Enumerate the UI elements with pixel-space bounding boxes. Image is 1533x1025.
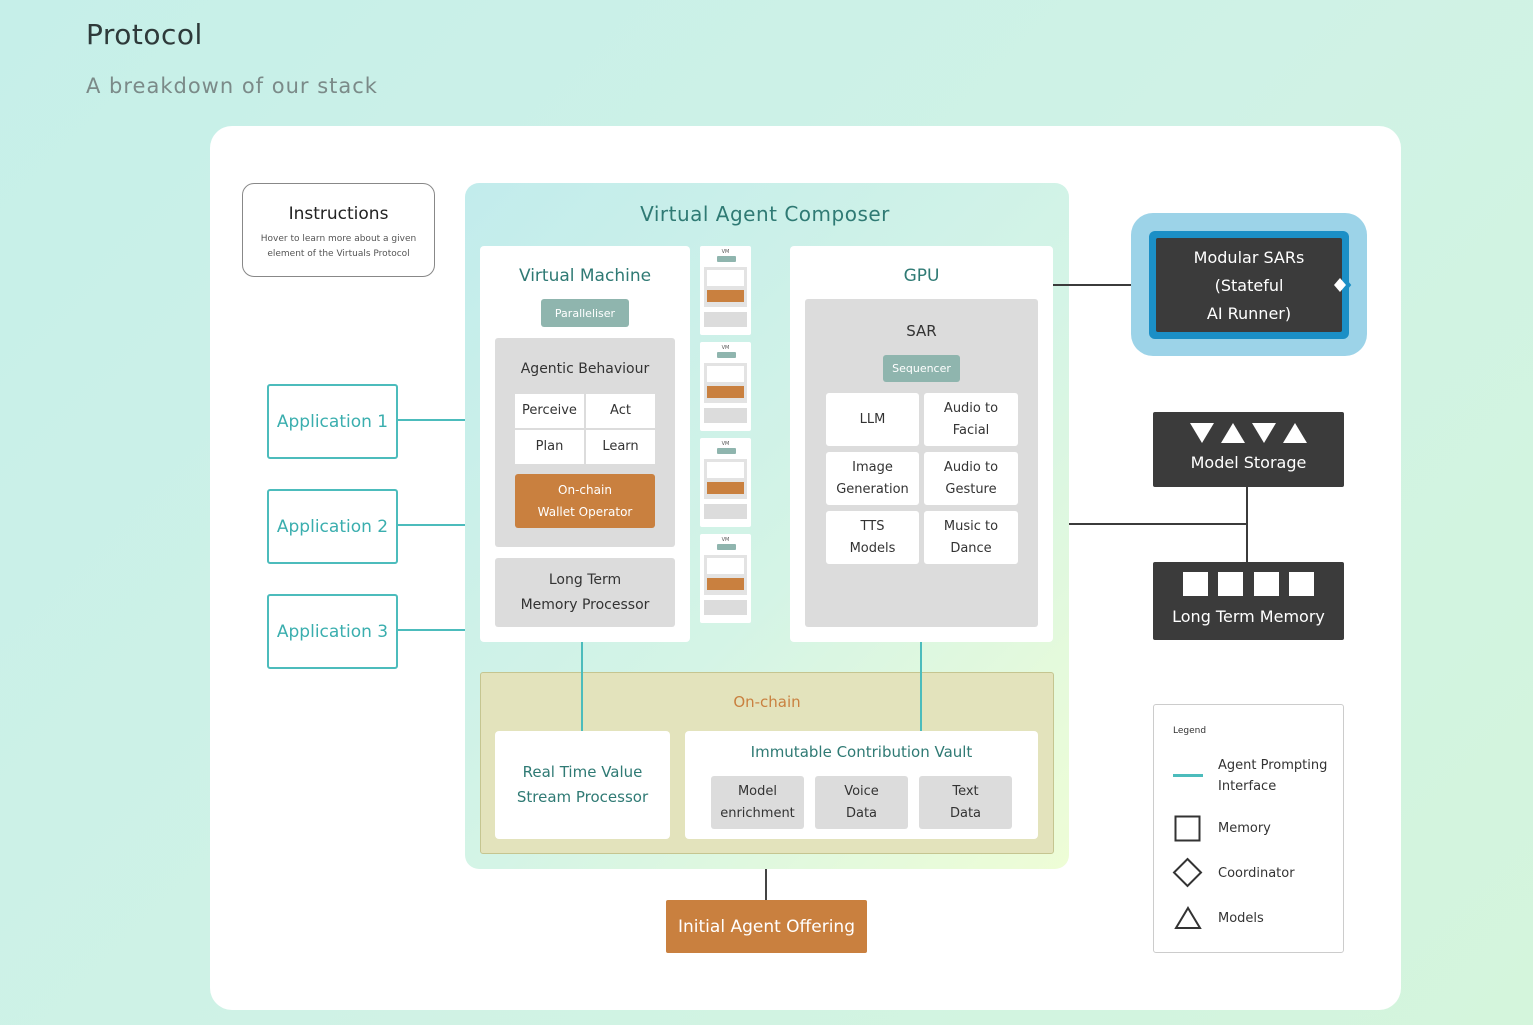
memory-processor[interactable]: Long Term Memory Processor [495,558,675,627]
coordinator-diamond-icon [1334,277,1352,293]
gpu-title: GPU [903,266,940,286]
offering-connector [765,869,767,900]
legend-item-coordinator: Coordinator [1218,866,1295,881]
app1-connector [398,419,465,421]
diamond-icon [1172,857,1203,888]
application-3[interactable]: Application 3 [267,594,398,669]
sequencer-badge[interactable]: Sequencer [883,355,960,382]
composer-title: Virtual Agent Composer [640,202,890,226]
model-storage[interactable] [1153,412,1344,487]
instructions-description: Hover to learn more about a given elemen… [260,234,417,259]
legend-title: Legend [1173,726,1207,736]
gpu-sars-connector [1053,284,1151,286]
stream-processor[interactable]: Real Time Value Stream Processor [495,731,670,839]
onchain-title: On-chain [733,693,801,711]
triangle-icon [1174,906,1202,929]
page-subtitle: A breakdown of our stack [86,74,378,98]
model-storage-label: Model Storage [1190,453,1307,472]
application-2[interactable]: Application 2 [267,489,398,564]
vm-instance[interactable]: VM [700,246,751,335]
paralleliser-badge[interactable]: Paralleliser [541,299,629,327]
legend-item-prompting: Agent Prompting Interface [1218,758,1328,794]
legend-item-memory: Memory [1218,821,1271,836]
app3-connector [398,629,465,631]
wallet-operator[interactable]: On-chain Wallet Operator [515,474,655,528]
gpu-onchain-connector [920,642,922,731]
instructions-title: Instructions [288,204,389,224]
square-icon [1174,815,1201,842]
long-term-memory-label: Long Term Memory [1172,607,1325,626]
app2-connector [398,524,465,526]
sar-model-llm[interactable]: LLM [826,393,919,446]
memory-squares-icon [1183,572,1314,596]
agentic-behaviour-title: Agentic Behaviour [520,361,650,377]
vault-title: Immutable Contribution Vault [750,743,973,761]
behaviour-perceive[interactable]: Perceive [515,394,584,428]
line-icon [1173,774,1203,777]
legend [1153,704,1344,953]
vm-instance[interactable]: VM [700,438,751,527]
behaviour-act[interactable]: Act [586,394,655,428]
initial-agent-offering[interactable]: Initial Agent Offering [666,900,867,953]
behaviour-plan[interactable]: Plan [515,430,584,464]
page-title: Protocol [86,18,203,51]
application-1[interactable]: Application 1 [267,384,398,459]
vm-onchain-connector [581,642,583,731]
legend-item-models: Models [1218,911,1264,926]
vm-instance[interactable]: VM [700,534,751,623]
modular-sars[interactable]: Modular SARs (Stateful AI Runner) [1156,238,1342,332]
storage-memory-connector [1246,487,1248,562]
composer-storage-connector [1069,523,1248,525]
vm-instance[interactable]: VM [700,342,751,431]
instructions-box: Instructions Hover to learn more about a… [242,183,435,277]
virtual-machine-title: Virtual Machine [518,266,652,286]
models-triangles-icon [1190,423,1307,443]
sar-title: SAR [906,322,937,340]
behaviour-learn[interactable]: Learn [586,430,655,464]
